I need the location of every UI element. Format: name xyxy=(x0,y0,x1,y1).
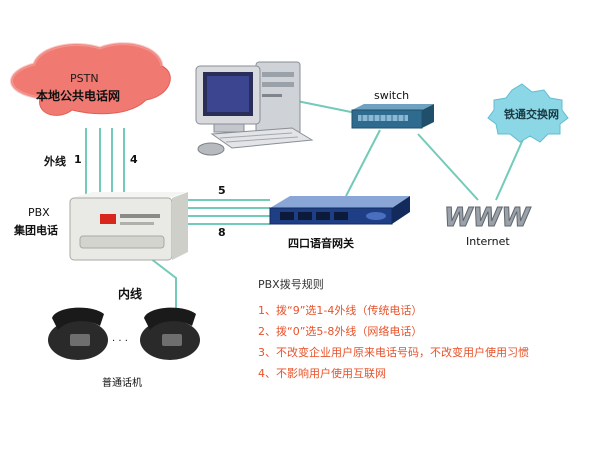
railway-label: 铁通交换网 xyxy=(504,106,559,122)
rule-item-2: 2、拨“0”选5-8外线（网络电话） xyxy=(258,321,529,342)
pbx-icon xyxy=(70,192,188,260)
rule-item-1: 1、拨“9”选1-4外线（传统电话） xyxy=(258,300,529,321)
phones-ellipsis: · · · xyxy=(112,336,128,347)
line-pc-switch xyxy=(292,100,356,113)
switch-label: switch xyxy=(374,89,409,102)
line-switch-internet xyxy=(418,134,478,200)
gateway-label: 四口语音网关 xyxy=(288,235,354,251)
inner-line-label: 内线 xyxy=(118,285,142,302)
dialing-rules: PBX拨号规则 1、拨“9”选1-4外线（传统电话） 2、拨“0”选5-8外线（… xyxy=(258,276,529,384)
svg-text:WWW: WWW xyxy=(444,203,531,233)
rules-title: PBX拨号规则 xyxy=(258,276,529,292)
telephone-right-icon xyxy=(140,308,200,360)
telephone-left-icon xyxy=(48,308,108,360)
pstn-label: PSTN xyxy=(70,72,99,85)
computer-icon xyxy=(196,62,312,155)
outer-line-num-1: 1 xyxy=(74,153,82,166)
gateway-icon xyxy=(270,196,410,224)
gateway-line-num-5: 5 xyxy=(218,184,226,197)
pbx-sublabel: 集团电话 xyxy=(14,222,58,238)
www-icon: WWW xyxy=(444,203,531,233)
internet-label: Internet xyxy=(466,235,510,248)
outer-line-label: 外线 xyxy=(44,153,66,169)
gateway-line-num-8: 8 xyxy=(218,226,226,239)
line-switch-gateway xyxy=(346,130,380,196)
phones-label: 普通话机 xyxy=(102,374,142,389)
switch-icon xyxy=(352,104,434,128)
pbx-label: PBX xyxy=(28,206,50,219)
pstn-sublabel: 本地公共电话网 xyxy=(36,87,120,104)
outer-line-num-4: 4 xyxy=(130,153,138,166)
rule-item-4: 4、不影响用户使用互联网 xyxy=(258,363,529,384)
rule-item-3: 3、不改变企业用户原来电话号码，不改变用户使用习惯 xyxy=(258,342,529,363)
